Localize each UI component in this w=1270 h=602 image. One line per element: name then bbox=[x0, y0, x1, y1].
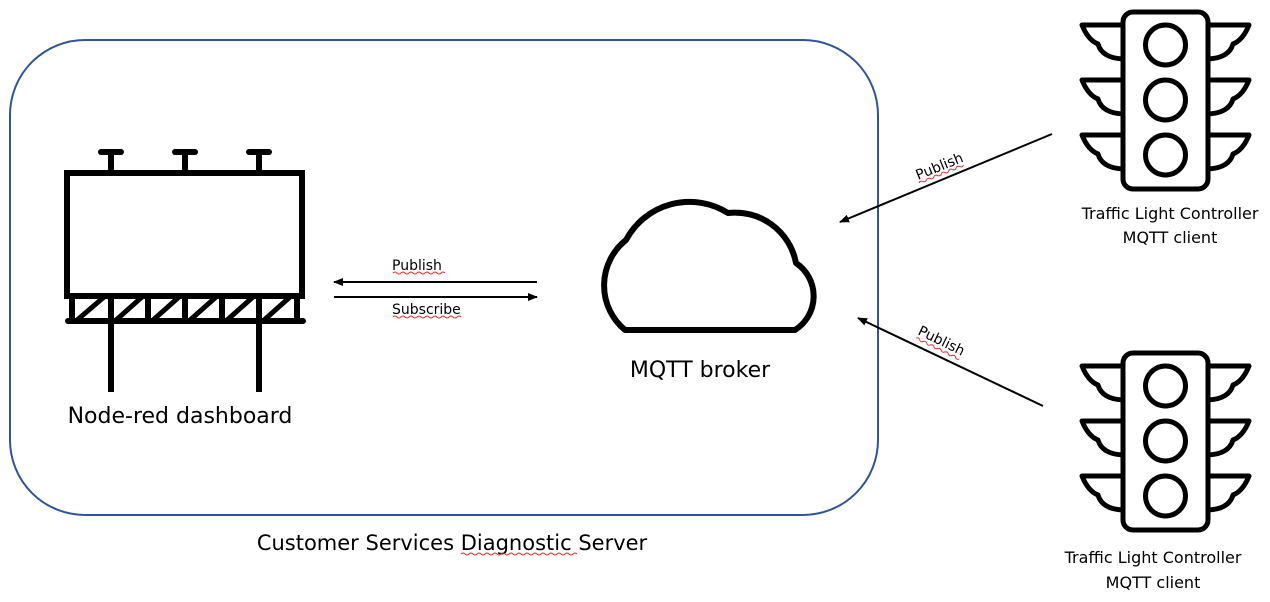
edge-label-publish-top: Publish bbox=[914, 150, 966, 184]
publish-arrow-from-top-client bbox=[839, 133, 1053, 223]
spellcheck-underline bbox=[460, 552, 578, 556]
client-bottom-label-line2: MQTT client bbox=[1106, 573, 1201, 592]
edge-label-subscribe: Subscribe bbox=[392, 302, 461, 318]
cloud-icon bbox=[601, 198, 817, 333]
client-top-label-line1: Traffic Light Controller bbox=[1081, 204, 1259, 223]
spellcheck-underline bbox=[915, 337, 960, 360]
broker-label: MQTT broker bbox=[630, 358, 771, 383]
traffic-light-icon bbox=[1079, 9, 1252, 192]
client-top-label-line2: MQTT client bbox=[1123, 228, 1218, 247]
publish-arrow-from-bottom-client bbox=[857, 317, 1044, 407]
edge-label-publish: Publish bbox=[392, 258, 442, 274]
spellcheck-underline bbox=[392, 271, 446, 275]
spellcheck-underline bbox=[918, 164, 964, 184]
server-container bbox=[9, 39, 879, 516]
container-label: Customer Services Diagnostic Server bbox=[257, 531, 648, 555]
client-bottom-label-line1: Traffic Light Controller bbox=[1064, 548, 1242, 567]
spellcheck-underline bbox=[392, 315, 462, 319]
billboard-icon bbox=[64, 149, 306, 392]
traffic-light-icon bbox=[1079, 350, 1252, 533]
dashboard-label: Node-red dashboard bbox=[68, 404, 293, 429]
